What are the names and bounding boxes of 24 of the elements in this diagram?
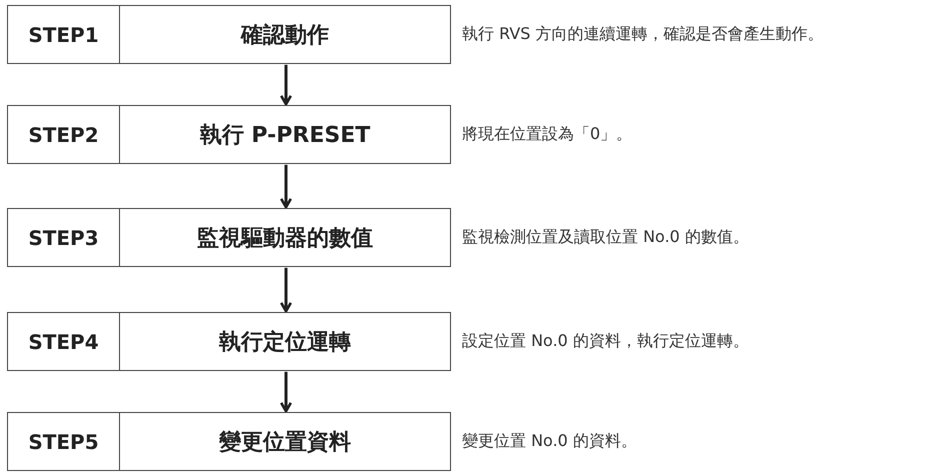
step-title: 執行 P-PRESET: [198, 122, 372, 150]
step-number: STEP2: [8, 106, 120, 163]
step-number: STEP3: [8, 209, 120, 266]
step-description: 監視檢測位置及讀取位置 No.0 的數值。: [462, 226, 749, 248]
arrow: [280, 372, 292, 413]
step-number: STEP1: [8, 6, 120, 63]
step-description: 將現在位置設為「0」。: [462, 124, 632, 144]
step-description: 設定位置 No.0 的資料，執行定位運轉。: [462, 330, 749, 352]
step-box: [7, 105, 451, 164]
arrow: [280, 164, 292, 209]
step-box: [7, 208, 451, 267]
step-number: STEP5: [8, 413, 120, 470]
step-title: 執行定位運轉: [218, 328, 352, 356]
step-box: [7, 312, 451, 371]
arrow: [280, 268, 292, 313]
step-title: 確認動作: [239, 22, 330, 50]
step-title: 監視驅動器的數值: [196, 224, 374, 252]
step-description: 變更位置 No.0 的資料。: [462, 430, 637, 452]
step-number: STEP4: [8, 313, 120, 370]
step-title: 變更位置資料: [218, 428, 352, 456]
step-box: [7, 5, 451, 64]
step-box: [7, 412, 451, 471]
arrow: [280, 64, 292, 106]
step-description: 執行 RVS 方向的連續運轉，確認是否會產生動作。: [462, 24, 824, 44]
